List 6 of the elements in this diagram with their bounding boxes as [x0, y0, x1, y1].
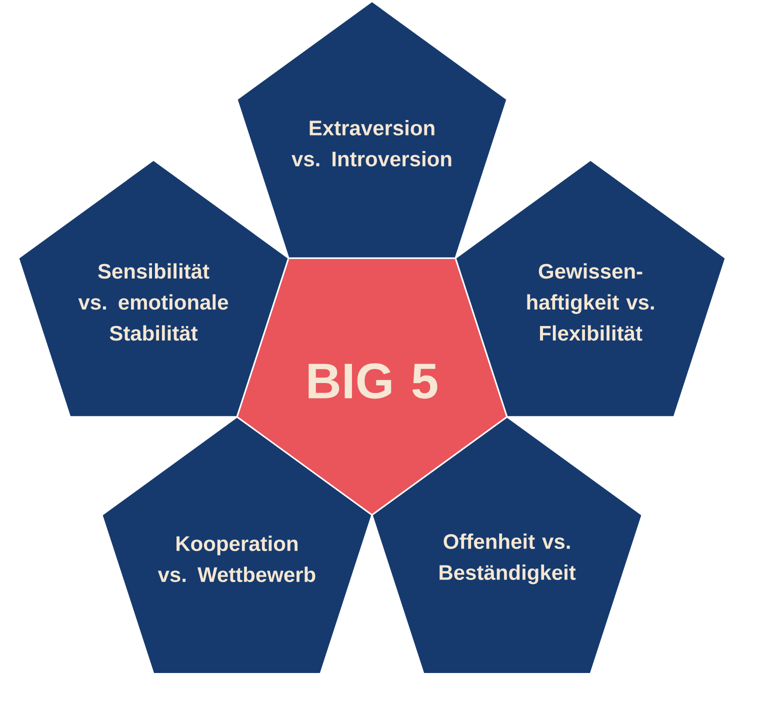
pentagon: Kooperation vs. Wettbewerb — [101, 416, 373, 674]
pentagon: Extraversion vs. Introversion — [236, 0, 508, 259]
center-pentagon: BIG 5 — [236, 257, 508, 516]
pentagon: Gewissen-haftigkeit vs. Flexibilität — [454, 159, 726, 418]
pentagon: Offenheit vs. Beständigkeit — [371, 416, 643, 674]
pentagon: Sensibilität vs. emotionale Stabilität — [18, 159, 290, 418]
